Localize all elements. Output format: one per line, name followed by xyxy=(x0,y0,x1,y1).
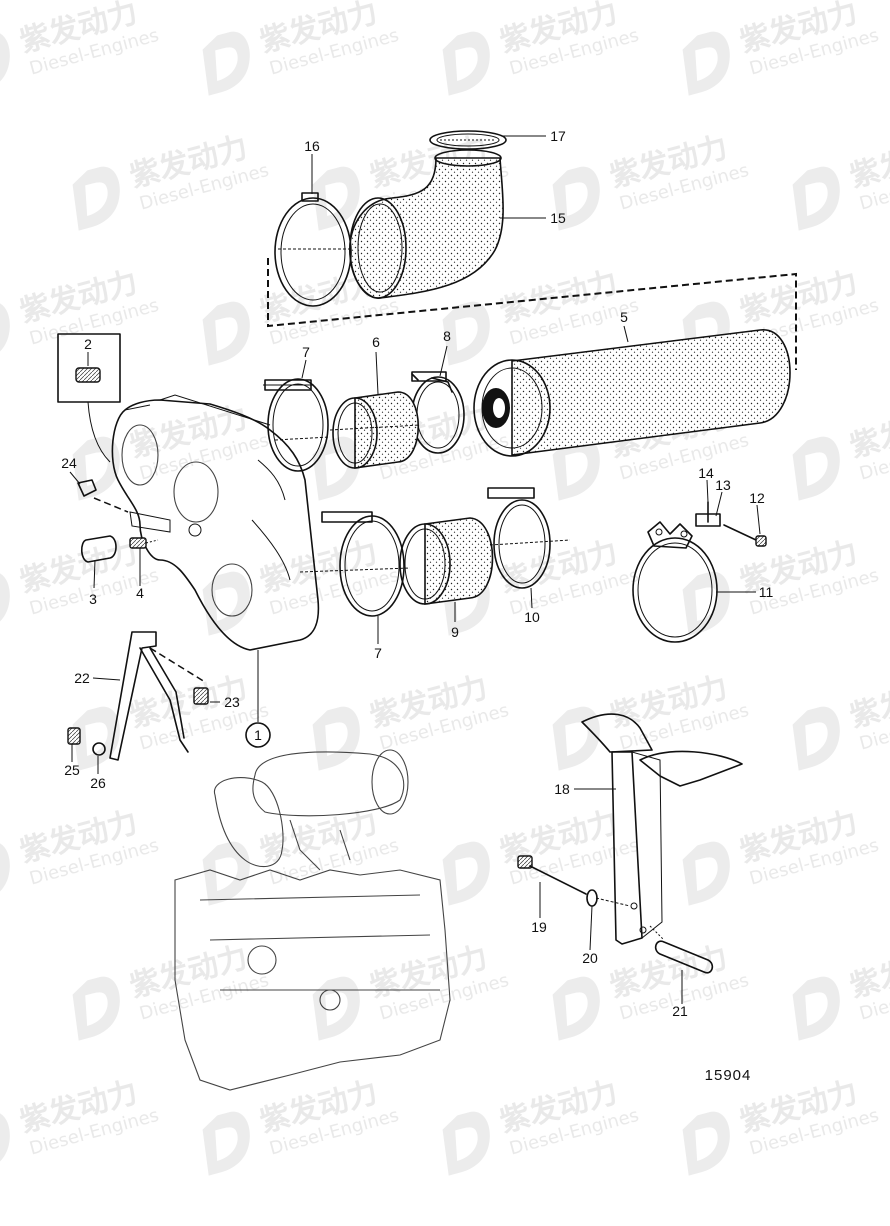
hose-clamp-16 xyxy=(274,192,352,307)
callout-6: 6 xyxy=(372,334,380,350)
washer-26 xyxy=(92,742,106,756)
callout-1: 1 xyxy=(254,727,262,743)
callout-7-lower: 7 xyxy=(374,645,382,661)
elbow-hose-15 xyxy=(349,149,504,299)
support-frame-18 xyxy=(581,713,743,945)
silencer-5 xyxy=(473,329,791,457)
callout-20: 20 xyxy=(582,950,598,966)
callout-12: 12 xyxy=(749,490,765,506)
screw-23 xyxy=(193,687,209,705)
callout-5: 5 xyxy=(620,309,628,325)
hose-clamp-7-upper xyxy=(263,378,331,472)
detail-inset-2 xyxy=(57,333,121,463)
plug-3 xyxy=(80,535,117,563)
assembly-dashed-frame xyxy=(267,258,797,370)
fitting-24 xyxy=(77,479,129,513)
watermark-brand-cn: 紫发动力 xyxy=(846,400,890,465)
callout-18: 18 xyxy=(554,781,570,797)
callout-10: 10 xyxy=(524,609,540,625)
callout-16: 16 xyxy=(304,138,320,154)
callout-23: 23 xyxy=(224,694,240,710)
leader-lines xyxy=(69,135,761,1004)
support-stay-22 xyxy=(109,631,206,761)
nipple-4 xyxy=(129,537,159,549)
callout-15: 15 xyxy=(550,210,566,226)
callout-11: 11 xyxy=(759,584,774,600)
bolt-19 xyxy=(517,855,631,907)
sleeve-21 xyxy=(649,925,714,974)
callout-25: 25 xyxy=(64,762,80,778)
callout-9: 9 xyxy=(451,624,459,640)
callout-3: 3 xyxy=(89,591,97,607)
callout-24: 24 xyxy=(61,455,77,471)
callout-2: 2 xyxy=(84,336,92,352)
callout-17: 17 xyxy=(550,128,566,144)
callout-labels: 1 2 3 4 5 6 7 7 8 9 10 11 12 13 14 15 16… xyxy=(61,128,773,1019)
exhaust-housing-1 xyxy=(111,394,320,748)
callout-7-upper: 7 xyxy=(302,344,310,360)
watermark-brand-cn: 紫发动力 xyxy=(846,130,890,195)
hose-sleeve-6 xyxy=(329,391,421,469)
watermark-brand-cn: 紫发动力 xyxy=(846,670,890,735)
callout-13: 13 xyxy=(715,477,731,493)
hose-clamp-10 xyxy=(487,487,571,589)
callout-26: 26 xyxy=(90,775,106,791)
callout-22: 22 xyxy=(74,670,90,686)
hose-sleeve-9 xyxy=(399,517,494,605)
screw-25 xyxy=(67,727,81,745)
figure-number: 15904 xyxy=(705,1067,752,1084)
watermark-brand-cn: 紫发动力 xyxy=(846,940,890,1005)
engine-overview-sketch xyxy=(174,749,451,1091)
washer-20 xyxy=(586,889,598,907)
callout-14: 14 xyxy=(698,465,714,481)
callout-4: 4 xyxy=(136,585,144,601)
hose-clamp-17 xyxy=(429,130,507,150)
callout-21: 21 xyxy=(672,1003,688,1019)
hose-clamp-7-lower xyxy=(299,511,411,617)
callout-19: 19 xyxy=(531,919,547,935)
screw-12 xyxy=(723,524,767,547)
callout-8: 8 xyxy=(443,328,451,344)
bracket-clamp-11 xyxy=(632,521,718,643)
block-13 xyxy=(695,513,721,527)
